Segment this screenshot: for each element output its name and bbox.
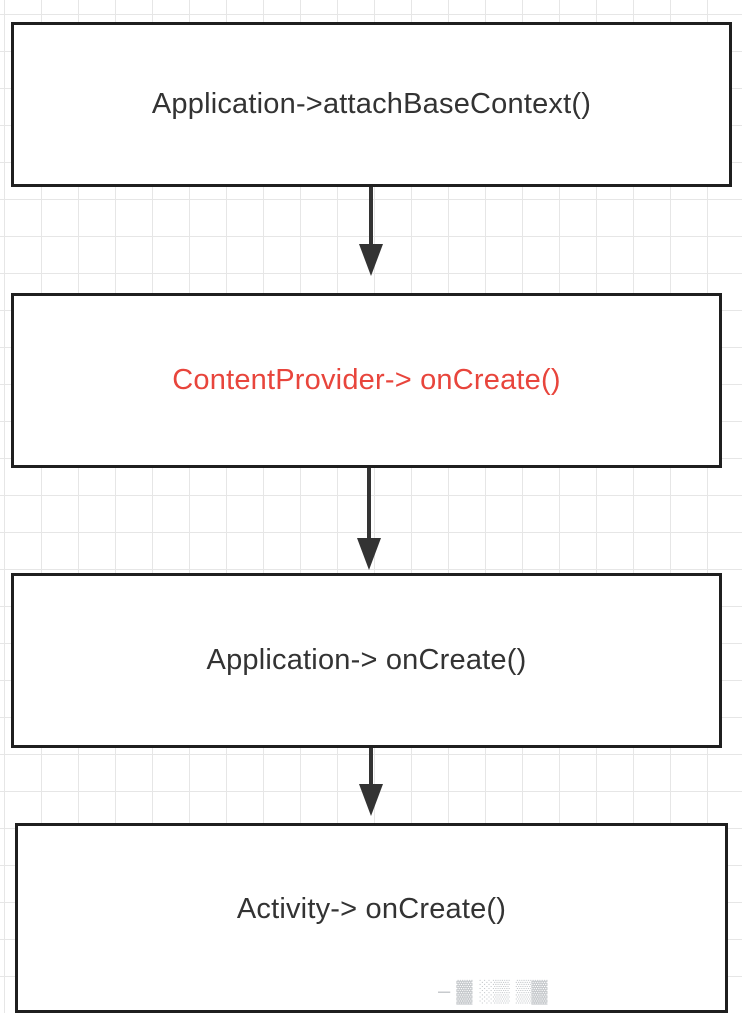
flow-step-attach-base-context: Application->attachBaseContext() xyxy=(11,22,732,187)
watermark: – ▓ ░▒ ▒▓ xyxy=(438,978,548,1003)
flow-step-content-provider-oncreate: ContentProvider-> onCreate() xyxy=(11,293,722,468)
flow-step-label: Application-> onCreate() xyxy=(206,644,527,676)
flow-step-application-oncreate: Application-> onCreate() xyxy=(11,573,722,748)
arrow-down-icon xyxy=(357,468,381,570)
arrow-down-icon xyxy=(359,187,383,276)
flow-step-activity-oncreate: Activity-> onCreate() xyxy=(15,823,728,1013)
flow-step-label-highlight: ContentProvider-> onCreate() xyxy=(172,364,561,396)
flow-step-label: Activity-> onCreate() xyxy=(236,892,507,925)
arrow-down-icon xyxy=(359,748,383,816)
flow-step-label: Application->attachBaseContext() xyxy=(151,88,592,120)
